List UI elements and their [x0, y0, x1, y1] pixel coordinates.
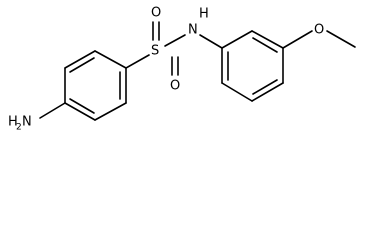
amine-hydrogen-label: H: [8, 115, 18, 130]
methoxyphenyl-ring: [221, 30, 284, 102]
ether-oxygen-label: O: [314, 23, 324, 38]
amine-hydrogen-count: 2: [16, 123, 22, 133]
bond-ring2-a: [221, 30, 253, 49]
bond-ring1-double-1: [69, 57, 95, 73]
sulfonyl-oxygen-bottom-label: O: [170, 79, 180, 94]
molecule-svg: N H 2 S O O N H O: [8, 6, 356, 133]
bond-ring2-to-o: [282, 30, 313, 49]
bond-ring1-a: [64, 50, 96, 69]
aminophenyl-ring: [64, 50, 127, 121]
bond-ring1-to-nh2: [39, 102, 66, 119]
amide-nitrogen-label: N: [188, 23, 198, 38]
amide-hydrogen-label: H: [199, 7, 209, 22]
bond-n-to-ring2: [199, 34, 223, 49]
sulfonyl-oxygen-top-label: O: [151, 6, 161, 21]
bond-ring2-e: [221, 82, 253, 102]
sulfur-label: S: [151, 44, 159, 59]
bond-ring1-to-s: [125, 54, 150, 69]
bond-ring2-d: [251, 82, 284, 102]
bond-ring1-double-3: [69, 98, 95, 114]
bond-ring1-e: [64, 102, 96, 121]
amine-nitrogen-label: N: [22, 115, 32, 130]
bond-s-to-n: [164, 34, 186, 47]
bond-ring1-b: [94, 50, 127, 69]
structure-diagram: N H 2 S O O N H O: [8, 6, 356, 133]
bond-ring2-b: [251, 30, 284, 49]
bond-ring2-double-1: [252, 37, 278, 53]
bond-o-to-methyl: [326, 30, 356, 48]
bond-ring1-d: [94, 102, 127, 121]
bond-ring2-double-2: [252, 79, 278, 95]
